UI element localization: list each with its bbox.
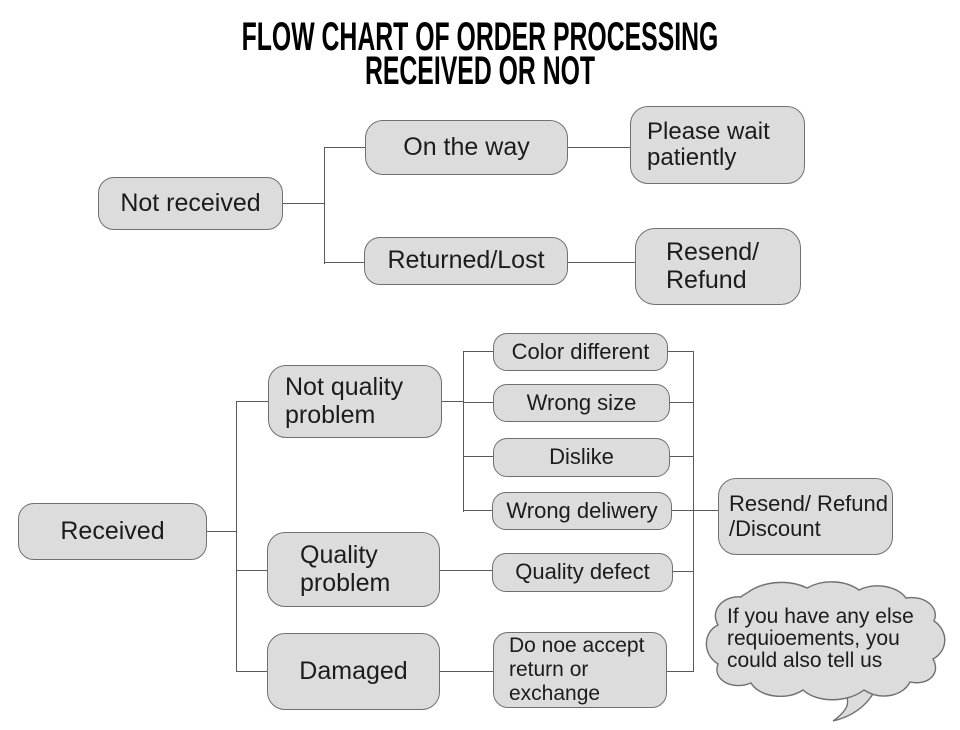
node-not-received: Not received bbox=[98, 177, 283, 230]
node-wrong-delivery: Wrong deliwery bbox=[492, 492, 672, 530]
connector bbox=[325, 262, 365, 264]
connector bbox=[463, 351, 465, 512]
connector bbox=[668, 351, 694, 353]
connector bbox=[325, 147, 365, 149]
node-no-return: Do noe accept return or exchange bbox=[493, 632, 667, 708]
page-title-line1: FLOW CHART OF ORDER PROCESSING bbox=[241, 15, 719, 59]
node-not-quality-line1: Not quality bbox=[285, 373, 404, 401]
node-resolution: Resend/ Refund /Discount bbox=[718, 478, 893, 555]
connector bbox=[670, 402, 694, 404]
node-quality-problem-line1: Quality bbox=[300, 541, 378, 569]
connector bbox=[236, 671, 267, 673]
speech-bubble-line3: could also tell us bbox=[727, 649, 883, 672]
node-on-the-way: On the way bbox=[365, 120, 568, 175]
node-wrong-size: Wrong size bbox=[493, 384, 670, 422]
connector bbox=[442, 401, 463, 403]
node-resolution-line2: /Discount bbox=[729, 515, 821, 541]
speech-bubble-shape bbox=[705, 581, 946, 701]
connector bbox=[440, 570, 492, 572]
node-no-return-line3: exchange bbox=[509, 682, 601, 706]
connector bbox=[568, 262, 635, 264]
node-resolution-line1: Resend/ Refund bbox=[729, 491, 888, 517]
node-no-return-line1: Do noe accept bbox=[509, 633, 645, 657]
connector bbox=[673, 571, 694, 573]
connector bbox=[463, 402, 493, 404]
node-resend-refund-line1: Resend/ bbox=[666, 238, 760, 266]
connector bbox=[463, 456, 493, 458]
connector bbox=[667, 671, 694, 673]
node-resend-refund-line2: Refund bbox=[666, 265, 747, 294]
connector bbox=[672, 510, 694, 512]
node-please-wait-line2: patiently bbox=[647, 144, 737, 171]
node-damaged: Damaged bbox=[267, 633, 440, 710]
node-not-quality-line2: problem bbox=[285, 400, 376, 429]
node-not-quality-problem: Not quality problem bbox=[268, 365, 442, 438]
speech-bubble-line2: requioements, you bbox=[727, 627, 900, 650]
node-color-different: Color different bbox=[493, 333, 668, 371]
connector bbox=[440, 671, 493, 673]
connector bbox=[236, 570, 267, 572]
node-quality-defect: Quality defect bbox=[492, 553, 673, 592]
page-title-line2: RECEIVED OR NOT bbox=[364, 49, 596, 93]
connector bbox=[693, 351, 695, 672]
node-quality-problem: Quality problem bbox=[267, 532, 440, 607]
node-quality-problem-line2: problem bbox=[300, 568, 391, 597]
connector bbox=[236, 401, 238, 672]
node-dislike: Dislike bbox=[493, 438, 670, 477]
connector bbox=[207, 531, 237, 533]
connector bbox=[283, 203, 325, 205]
speech-bubble bbox=[705, 581, 946, 722]
node-returned-lost: Returned/Lost bbox=[364, 237, 568, 285]
connector bbox=[236, 401, 268, 403]
connector bbox=[463, 351, 493, 353]
page-title: FLOW CHART OF ORDER PROCESSING RECEIVED … bbox=[182, 15, 777, 93]
node-resend-refund: Resend/ Refund bbox=[635, 228, 801, 305]
node-please-wait: Please wait patiently bbox=[630, 106, 805, 184]
speech-bubble-text: If you have any else requioements, you c… bbox=[727, 606, 947, 672]
speech-bubble-line1: If you have any else bbox=[727, 605, 914, 628]
connector bbox=[568, 147, 630, 149]
connector bbox=[670, 456, 694, 458]
node-no-return-line2: return or bbox=[509, 657, 589, 681]
connector bbox=[324, 147, 326, 264]
connector bbox=[693, 510, 718, 512]
node-please-wait-line1: Please wait bbox=[647, 117, 770, 145]
node-received: Received bbox=[18, 503, 207, 560]
connector bbox=[463, 510, 492, 512]
